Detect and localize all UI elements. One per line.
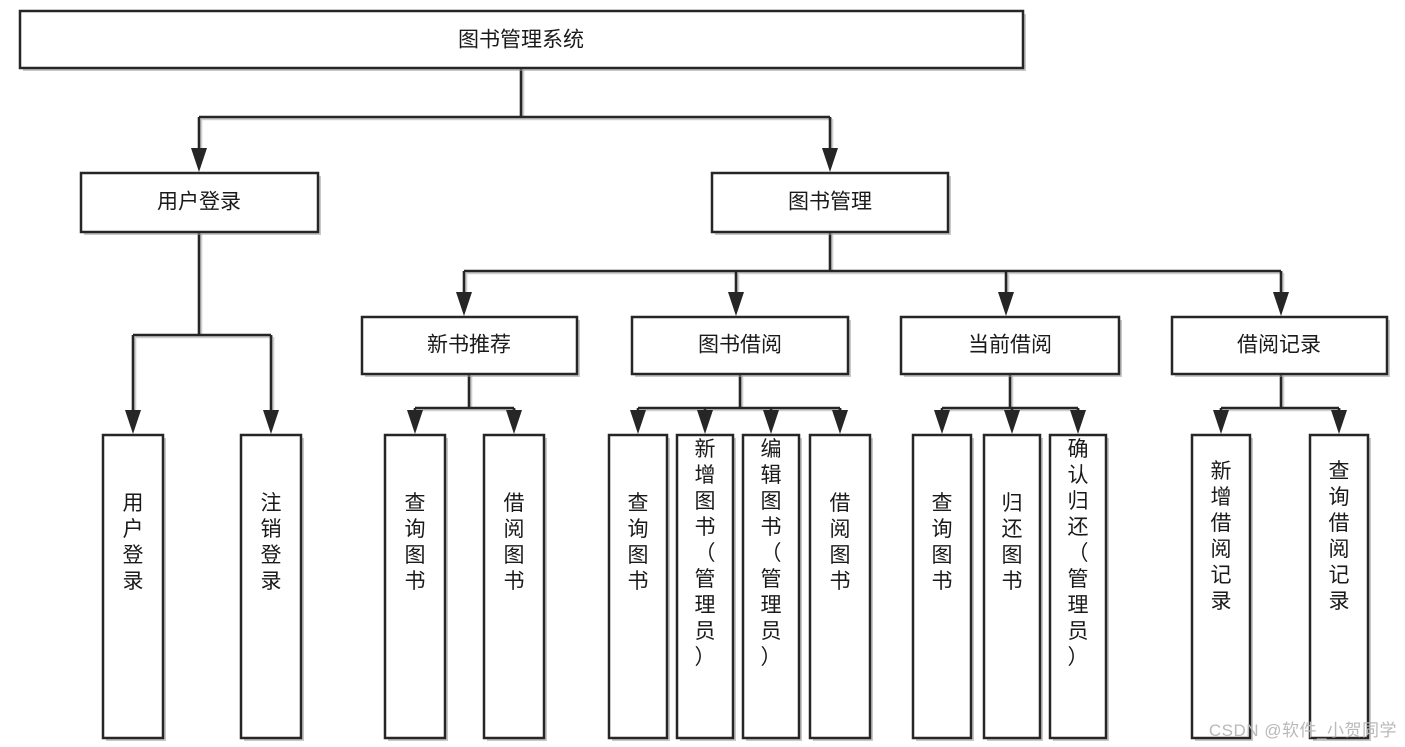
node-login[interactable]: 用户登录 [79,171,321,235]
node-record-label: 借阅记录 [1237,334,1321,357]
node-l8-label: 借阅图书 [830,492,851,593]
node-bookmgmt[interactable]: 图书管理 [710,171,951,235]
node-l4-label: 借阅图书 [504,492,525,593]
edge-newbook-leaves [407,374,522,434]
arrow-to-bookmgmt [822,148,838,172]
node-root-label: 图书管理系统 [458,29,584,52]
node-borrow[interactable]: 图书借阅 [630,315,851,377]
arrow-to-l12 [1213,410,1229,434]
arrow-to-l7 [763,410,779,434]
node-l13[interactable]: 查询借阅记录 [1308,433,1371,741]
arrow-to-l13 [1331,410,1347,434]
edge-current-leaves [934,374,1086,434]
connector-layer [125,68,1347,434]
node-current-label: 当前借阅 [968,334,1052,357]
csdn-watermark: CSDN @软件_小贺同学 [1208,721,1397,740]
node-l1[interactable]: 用户登录 [101,433,166,741]
node-l12[interactable]: 新增借阅记录 [1190,433,1253,741]
node-l9-label: 查询图书 [932,492,953,593]
edge-borrow-leaves [630,374,848,434]
node-l12-label: 新增借阅记录 [1211,460,1232,613]
node-root[interactable]: 图书管理系统 [18,9,1026,71]
node-l6[interactable]: 新增图书（管理员） [675,433,736,741]
node-l2[interactable]: 注销登录 [239,433,304,741]
node-layer: 图书管理系统 用户登录 图书管理 新书推荐 图书借阅 当前借阅 [18,9,1390,741]
edge-login-leaves [125,232,279,434]
node-l2-label: 注销登录 [261,492,282,593]
arrow-to-l4 [506,410,522,434]
node-l5-label: 查询图书 [628,492,649,593]
arrow-to-record [1273,292,1289,316]
arrow-to-l3 [407,410,423,434]
node-l10-label: 归还图书 [1002,492,1023,593]
arrow-to-l1 [125,410,141,434]
node-borrow-label: 图书借阅 [698,334,782,357]
arrow-to-login [191,148,207,172]
arrow-to-l6 [697,410,713,434]
node-l7-label: 编辑图书（管理员） [761,438,782,669]
node-l5[interactable]: 查询图书 [607,433,670,741]
edge-record-leaves [1213,374,1347,434]
arrow-to-borrow [728,292,744,316]
arrow-to-l5 [630,410,646,434]
node-l1-label: 用户登录 [123,492,144,593]
arrow-to-l8 [832,410,848,434]
node-l9[interactable]: 查询图书 [911,433,974,741]
node-l7[interactable]: 编辑图书（管理员） [741,433,802,741]
node-l3[interactable]: 查询图书 [383,433,448,741]
arrow-to-l2 [263,410,279,434]
node-current[interactable]: 当前借阅 [899,315,1122,377]
node-l3-label: 查询图书 [405,492,426,593]
node-l6-label: 新增图书（管理员） [695,438,716,669]
node-login-label: 用户登录 [157,191,241,214]
node-l11-label: 确认归还（管理员） [1068,438,1089,669]
node-record[interactable]: 借阅记录 [1170,315,1390,377]
node-l13-label: 查询借阅记录 [1329,460,1350,613]
arrow-to-newbook [456,292,472,316]
node-l8[interactable]: 借阅图书 [808,433,873,741]
node-bookmgmt-label: 图书管理 [788,191,872,214]
node-newbook-label: 新书推荐 [427,334,511,357]
arrow-to-current [998,292,1014,316]
node-l10[interactable]: 归还图书 [982,433,1043,741]
node-newbook[interactable]: 新书推荐 [360,315,580,377]
node-l11[interactable]: 确认归还（管理员） [1048,433,1109,741]
edge-root-level1 [191,68,838,172]
arrow-to-l10 [1004,410,1020,434]
arrow-to-l11 [1070,410,1086,434]
node-l4[interactable]: 借阅图书 [482,433,547,741]
arrow-to-l9 [934,410,950,434]
edge-bookmgmt-level2 [456,232,1289,316]
